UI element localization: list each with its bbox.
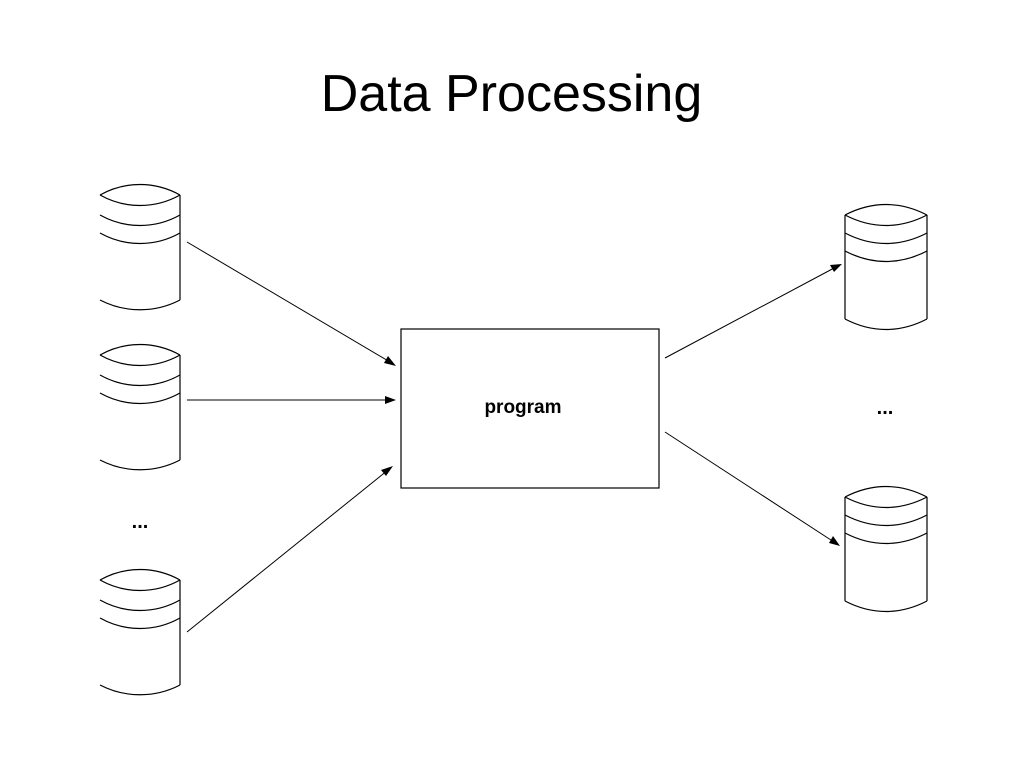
- output-data-store-1: [844, 203, 928, 331]
- arrow-program-to-output-1: [664, 264, 842, 359]
- slide-title: Data Processing: [320, 65, 703, 123]
- input-data-store-1: [99, 183, 181, 311]
- arrow-input-1-to-program: [186, 241, 396, 366]
- inputs-ellipsis: ...: [132, 511, 149, 533]
- input-data-store-2: [99, 343, 181, 471]
- arrow-input-3-to-program: [186, 466, 393, 633]
- program-box: [400, 328, 660, 489]
- output-data-store-2: [844, 485, 928, 613]
- input-data-store-3: [99, 568, 181, 696]
- program-label: program: [484, 397, 561, 418]
- arrow-input-2-to-program: [187, 396, 396, 404]
- arrow-program-to-output-2: [664, 431, 840, 546]
- outputs-ellipsis: ...: [877, 397, 894, 419]
